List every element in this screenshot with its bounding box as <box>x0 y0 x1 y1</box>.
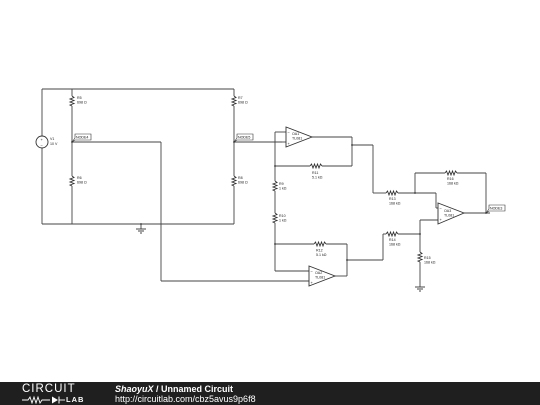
oa3-part: TL081 <box>444 214 454 218</box>
r6-name: R6 <box>77 176 82 180</box>
opamp-oa1[interactable]: − + OA1 TL081 <box>285 126 314 148</box>
svg-text:+: + <box>288 141 291 146</box>
svg-text:−: − <box>311 269 314 274</box>
schematic-canvas: + − V1 10 V R5 698 Ω R6 698 Ω R7 698 Ω R… <box>35 88 506 292</box>
oa1-part: TL081 <box>292 137 302 141</box>
node-label-node5: NODE5 <box>233 133 254 143</box>
r12-name: R12 <box>316 249 323 253</box>
r9-name: R9 <box>279 182 284 186</box>
circuit-schematic: + − V1 10 V R5 698 Ω R6 698 Ω R7 698 Ω R… <box>35 88 506 292</box>
logo-wave-icon <box>22 395 65 404</box>
r8-name: R8 <box>238 176 243 180</box>
svg-text:+: + <box>41 137 44 142</box>
r7-value: 698 Ω <box>238 101 248 105</box>
voltage-source-v1[interactable]: + − V1 10 V <box>35 135 58 149</box>
circuit-title-line: ShaoyuX / Unnamed Circuit <box>115 384 233 394</box>
resistor-r10[interactable]: R10 1 kΩ <box>271 212 287 224</box>
resistor-r8[interactable]: R8 698 Ω <box>230 175 248 187</box>
resistor-r7[interactable]: R7 698 Ω <box>230 95 248 107</box>
resistor-r5[interactable]: R5 698 Ω <box>68 95 87 107</box>
svg-text:+: + <box>311 280 314 285</box>
r11-value: 5.1 kΩ <box>312 176 323 180</box>
r14-value: 168 kΩ <box>389 243 401 247</box>
author-link[interactable]: ShaoyuX <box>115 384 154 394</box>
r11-name: R11 <box>312 171 318 175</box>
node-label-node4: NODE4 <box>71 133 92 143</box>
resistor-r14[interactable]: R14 168 kΩ <box>385 230 401 247</box>
r5-value: 698 Ω <box>77 101 87 105</box>
r16-name: R16 <box>447 177 454 181</box>
resistor-r12[interactable]: R12 5.1 kΩ <box>313 240 327 257</box>
svg-text:NODE3: NODE3 <box>490 207 502 211</box>
r7-name: R7 <box>238 96 243 100</box>
r16-value: 168 kΩ <box>447 182 459 186</box>
resistor-r13[interactable]: R13 168 kΩ <box>385 189 401 206</box>
r14-name: R14 <box>389 238 396 242</box>
r8-value: 698 Ω <box>238 181 248 185</box>
resistor-r16[interactable]: R16 168 kΩ <box>444 169 459 186</box>
r5-name: R5 <box>77 96 82 100</box>
svg-text:+: + <box>440 217 443 222</box>
logo-text-circuit: CIRCUIT <box>22 383 76 395</box>
resistor-r11[interactable]: R11 5.1 kΩ <box>309 162 323 180</box>
oa3-name: OA3 <box>444 209 451 213</box>
opamp-oa2[interactable]: − + OA2 TL081 <box>308 265 337 287</box>
v1-value: 10 V <box>50 142 58 146</box>
node-label-node3: NODE3 <box>485 204 506 214</box>
circuit-url-link[interactable]: http://circuitlab.com/cbz5avus9p6f8 <box>115 394 256 404</box>
oa2-wires <box>274 233 386 277</box>
resistor-r6[interactable]: R6 698 Ω <box>68 175 87 187</box>
oa1-name: OA1 <box>292 132 299 136</box>
circuitlab-logo[interactable]: CIRCUIT LAB <box>22 383 92 404</box>
oa2-part: TL081 <box>315 276 325 280</box>
svg-text:NODE5: NODE5 <box>238 136 250 140</box>
r10-name: R10 <box>279 214 286 218</box>
resistor-r15[interactable]: R15 168 kΩ <box>416 251 436 265</box>
logo-bottom-row: LAB <box>22 395 92 404</box>
logo-text-lab: LAB <box>66 395 85 404</box>
oa2-name: OA2 <box>315 271 322 275</box>
svg-text:−: − <box>41 143 44 148</box>
svg-text:−: − <box>440 206 443 211</box>
oa1-wires <box>274 131 386 244</box>
r13-name: R13 <box>389 197 396 201</box>
svg-text:−: − <box>288 130 291 135</box>
ground-symbol <box>136 228 146 234</box>
r12-value: 5.1 kΩ <box>316 253 327 257</box>
r15-name: R15 <box>424 256 431 260</box>
r10-value: 1 kΩ <box>279 219 287 223</box>
r13-value: 168 kΩ <box>389 202 401 206</box>
r9-value: 1 kΩ <box>279 187 287 191</box>
bridge-wires <box>41 88 309 282</box>
ground-symbol-r15 <box>415 286 425 292</box>
title-separator: / <box>153 384 162 394</box>
junction-dots <box>71 141 487 261</box>
r6-value: 698 Ω <box>77 181 87 185</box>
opamp-oa3[interactable]: − + OA3 TL081 <box>437 202 466 225</box>
oa3-wires <box>398 172 490 287</box>
resistor-r9[interactable]: R9 1 kΩ <box>271 180 287 192</box>
r15-value: 168 kΩ <box>424 261 436 265</box>
circuit-title: Unnamed Circuit <box>161 384 234 394</box>
svg-text:NODE4: NODE4 <box>76 136 88 140</box>
footer-bar: CIRCUIT LAB ShaoyuX / Unnamed Circuit ht… <box>0 382 540 405</box>
v1-name: V1 <box>50 137 54 141</box>
